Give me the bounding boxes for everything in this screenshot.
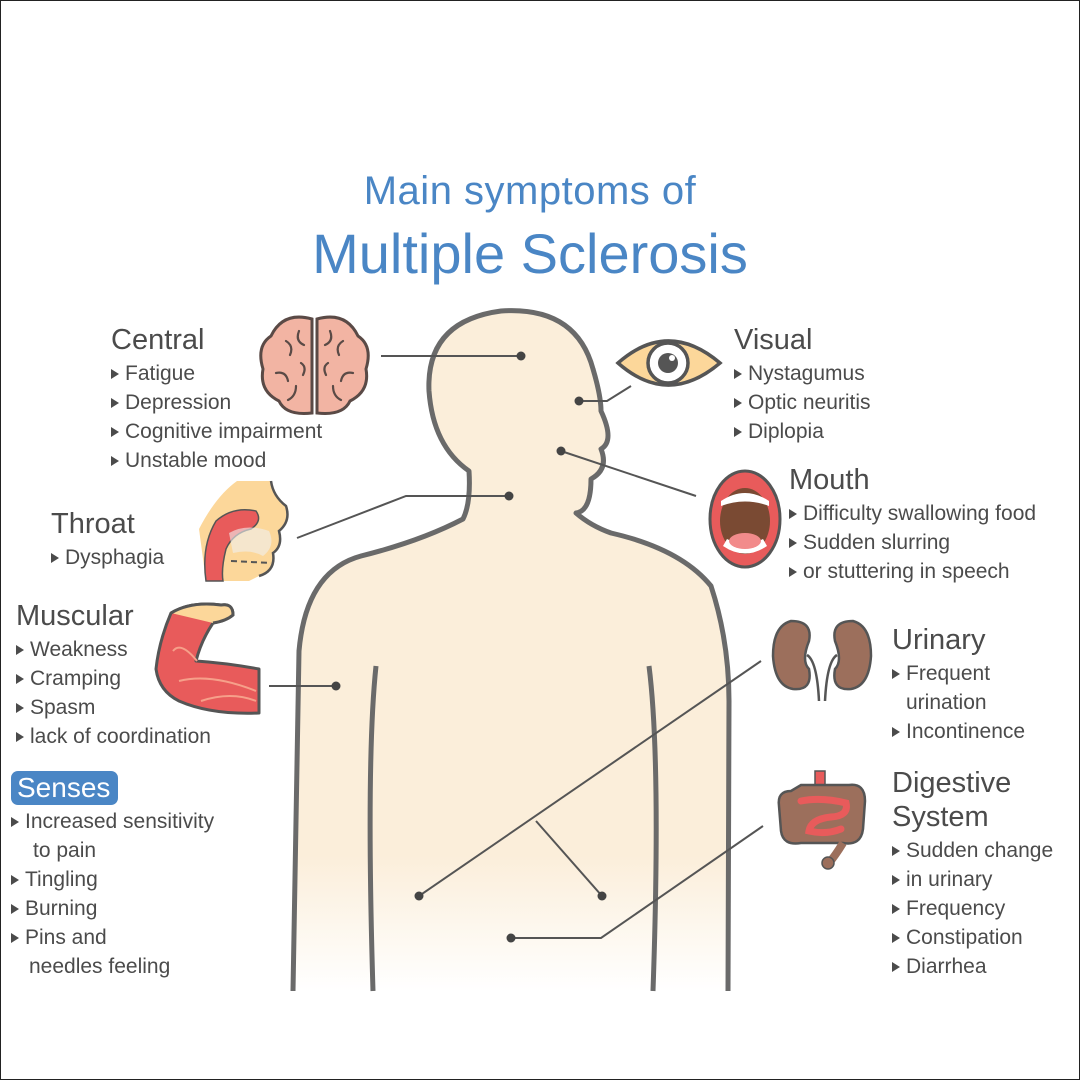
list-item: Spasm bbox=[16, 693, 211, 722]
throat-block: Throat Dysphagia bbox=[51, 507, 164, 572]
list-item-continuation: needles feeling bbox=[29, 955, 171, 978]
arm-muscle-icon bbox=[154, 602, 261, 715]
mouth-list: Difficulty swallowing food Sudden slurri… bbox=[789, 499, 1036, 586]
bullet-icon bbox=[789, 509, 797, 519]
eye-icon bbox=[615, 339, 723, 387]
mouth-block: Mouth Difficulty swallowing food Sudden … bbox=[789, 463, 1036, 586]
list-item: Difficulty swallowing food bbox=[789, 499, 1036, 528]
throat-list: Dysphagia bbox=[51, 543, 164, 572]
human-silhouette bbox=[290, 308, 732, 992]
intestines-icon bbox=[777, 770, 867, 870]
central-list: Fatigue Depression Cognitive impairment … bbox=[111, 359, 322, 475]
list-item-continuation: urination bbox=[906, 691, 987, 714]
bullet-icon bbox=[892, 962, 900, 972]
list-item: Diplopia bbox=[734, 417, 871, 446]
bullet-icon bbox=[734, 369, 742, 379]
kidneys-icon bbox=[771, 619, 873, 702]
list-item: Sudden slurring bbox=[789, 528, 1036, 557]
bullet-icon bbox=[789, 567, 797, 577]
list-item: Frequent bbox=[892, 659, 1025, 688]
bullet-icon bbox=[111, 456, 119, 466]
bullet-icon bbox=[892, 904, 900, 914]
senses-heading: Senses bbox=[11, 771, 119, 805]
list-item: or stuttering in speech bbox=[789, 557, 1036, 586]
digestive-heading-line-2: System bbox=[892, 801, 989, 833]
throat-heading: Throat bbox=[51, 508, 135, 540]
title-line-1: Main symptoms of bbox=[363, 169, 697, 213]
bullet-icon bbox=[892, 727, 900, 737]
list-item: Diarrhea bbox=[892, 952, 1053, 981]
list-item: Burning bbox=[11, 894, 214, 923]
list-item: Nystagumus bbox=[734, 359, 871, 388]
bullet-icon bbox=[111, 427, 119, 437]
list-item: Optic neuritis bbox=[734, 388, 871, 417]
bullet-icon bbox=[111, 398, 119, 408]
central-heading: Central bbox=[111, 324, 205, 356]
senses-list: Increased sensitivity to pain Tingling B… bbox=[11, 807, 214, 981]
list-item: Tingling bbox=[11, 865, 214, 894]
list-item: Fatigue bbox=[111, 359, 322, 388]
digestive-list: Sudden change in urinary Frequency Const… bbox=[892, 836, 1053, 981]
list-item: Pins and bbox=[11, 923, 214, 952]
bullet-icon bbox=[16, 674, 24, 684]
muscular-list: Weakness Cramping Spasm lack of coordina… bbox=[16, 635, 211, 751]
list-item: Cramping bbox=[16, 664, 211, 693]
list-item: Increased sensitivity bbox=[11, 807, 214, 836]
visual-block: Visual Nystagumus Optic neuritis Diplopi… bbox=[734, 323, 871, 446]
muscular-block: Muscular Weakness Cramping Spasm lack of… bbox=[16, 599, 211, 751]
bullet-icon bbox=[892, 846, 900, 856]
visual-list: Nystagumus Optic neuritis Diplopia bbox=[734, 359, 871, 446]
list-item-continuation: to pain bbox=[33, 839, 97, 862]
list-item: Cognitive impairment bbox=[111, 417, 322, 446]
muscular-heading: Muscular bbox=[16, 600, 134, 632]
list-item: Depression bbox=[111, 388, 322, 417]
bullet-icon bbox=[51, 553, 59, 563]
bullet-icon bbox=[11, 933, 19, 943]
list-item: Frequency bbox=[892, 894, 1053, 923]
list-item: Unstable mood bbox=[111, 446, 322, 475]
bullet-icon bbox=[111, 369, 119, 379]
bullet-icon bbox=[16, 703, 24, 713]
mouth-heading: Mouth bbox=[789, 464, 870, 496]
throat-icon bbox=[199, 480, 289, 582]
visual-heading: Visual bbox=[734, 324, 813, 356]
bullet-icon bbox=[734, 427, 742, 437]
brain-icon bbox=[259, 315, 370, 415]
list-item: Constipation bbox=[892, 923, 1053, 952]
open-mouth-icon bbox=[708, 469, 782, 569]
bullet-icon bbox=[16, 732, 24, 742]
urinary-heading: Urinary bbox=[892, 624, 986, 656]
bullet-icon bbox=[892, 875, 900, 885]
bullet-icon bbox=[11, 904, 19, 914]
connector-lines bbox=[269, 351, 764, 943]
list-item: lack of coordination bbox=[16, 722, 211, 751]
list-item: Dysphagia bbox=[51, 543, 164, 572]
urinary-list: Frequent urination Incontinence bbox=[892, 659, 1025, 746]
digestive-heading: Digestive bbox=[892, 767, 1012, 799]
bullet-icon bbox=[892, 669, 900, 679]
central-block: Central Fatigue Depression Cognitive imp… bbox=[111, 323, 322, 475]
bullet-icon bbox=[892, 933, 900, 943]
list-item: Weakness bbox=[16, 635, 211, 664]
list-item: Incontinence bbox=[892, 717, 1025, 746]
list-item: in urinary bbox=[892, 865, 1053, 894]
title-line-2: Multiple Sclerosis bbox=[312, 222, 748, 285]
digestive-block: Digestive System Sudden change in urinar… bbox=[892, 766, 1053, 981]
bullet-icon bbox=[11, 817, 19, 827]
bullet-icon bbox=[11, 875, 19, 885]
bullet-icon bbox=[789, 538, 797, 548]
urinary-block: Urinary Frequent urination Incontinence bbox=[892, 623, 1025, 746]
list-item: Sudden change bbox=[892, 836, 1053, 865]
bullet-icon bbox=[16, 645, 24, 655]
senses-block: Senses Increased sensitivity to pain Tin… bbox=[11, 771, 214, 981]
bullet-icon bbox=[734, 398, 742, 408]
